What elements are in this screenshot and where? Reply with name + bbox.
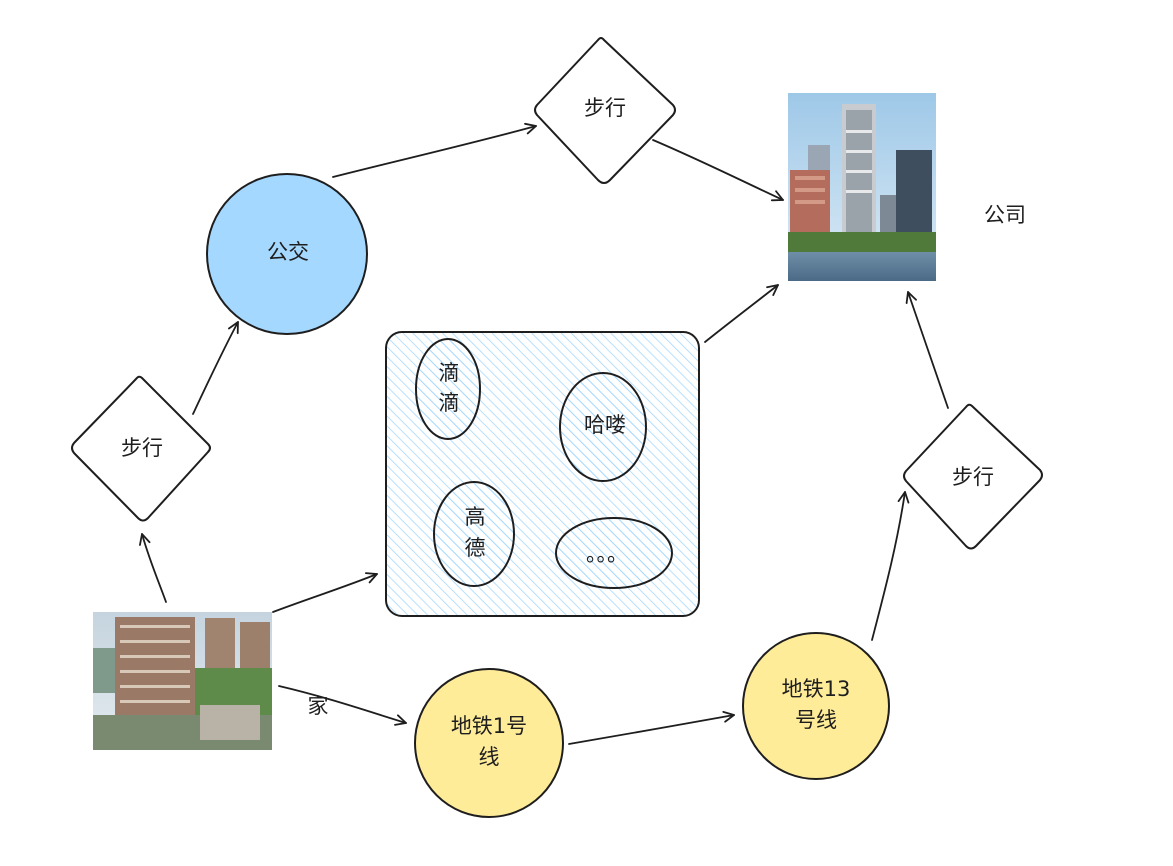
walk-top-diamond: [534, 37, 676, 184]
bus-node: 公交: [206, 173, 368, 335]
ride-hailing-group: 滴 滴 哈喽 高 德 。。。: [385, 331, 700, 617]
arrows: [139, 122, 949, 745]
home-label: 家: [308, 694, 329, 718]
app-didi-line1: 滴: [439, 361, 460, 385]
metro13-node: 地铁13 号线: [742, 632, 890, 780]
arrow-metro13-to-walk-right: [871, 491, 910, 641]
arrow-walk-top-to-company: [652, 139, 784, 202]
app-hello-ellipse: [559, 372, 647, 482]
app-hello-label: 哈喽: [584, 413, 626, 437]
arrow-home-to-walk-left: [139, 533, 167, 603]
app-more-ellipse: [555, 517, 673, 589]
walk-left-diamond: [71, 375, 211, 522]
arrow-ride-hailing-to-company: [704, 284, 779, 343]
walk-right-label: 步行: [952, 465, 994, 489]
metro1-circle: [414, 668, 564, 818]
walk-top-label: 步行: [584, 96, 626, 120]
metro1-line1: 地铁1号: [451, 714, 527, 738]
metro1-line2: 线: [479, 745, 500, 769]
metro13-line1: 地铁13: [782, 677, 851, 701]
arrow-walk-right-to-company: [905, 291, 949, 409]
metro1-node: 地铁1号 线: [414, 668, 564, 818]
company-label: 公司: [984, 203, 1026, 227]
arrow-home-to-ride-hailing: [272, 572, 378, 613]
arrow-home-to-metro1: [278, 685, 407, 726]
app-more-label: 。。。: [586, 542, 628, 566]
walk-left-node: 步行: [71, 375, 211, 522]
bus-label: 公交: [267, 240, 309, 264]
app-amap-line1: 高: [465, 505, 486, 529]
metro13-line2: 号线: [795, 708, 837, 732]
metro13-circle: [742, 632, 890, 780]
bus-circle: [206, 173, 368, 335]
walk-right-node: 步行: [903, 403, 1043, 550]
arrow-bus-to-walk-top: [332, 122, 537, 178]
walk-top-node: 步行: [534, 37, 676, 184]
home-image: [93, 612, 272, 750]
app-didi-line2: 滴: [439, 391, 460, 415]
app-amap-line2: 德: [465, 536, 486, 560]
company-image: [788, 93, 936, 281]
walk-right-diamond: [903, 403, 1043, 550]
walk-left-label: 步行: [121, 436, 163, 460]
app-didi-ellipse: [415, 338, 481, 440]
arrow-walk-left-to-bus: [192, 321, 239, 415]
app-amap-ellipse: [433, 481, 515, 587]
arrow-metro1-to-metro13: [568, 711, 735, 745]
